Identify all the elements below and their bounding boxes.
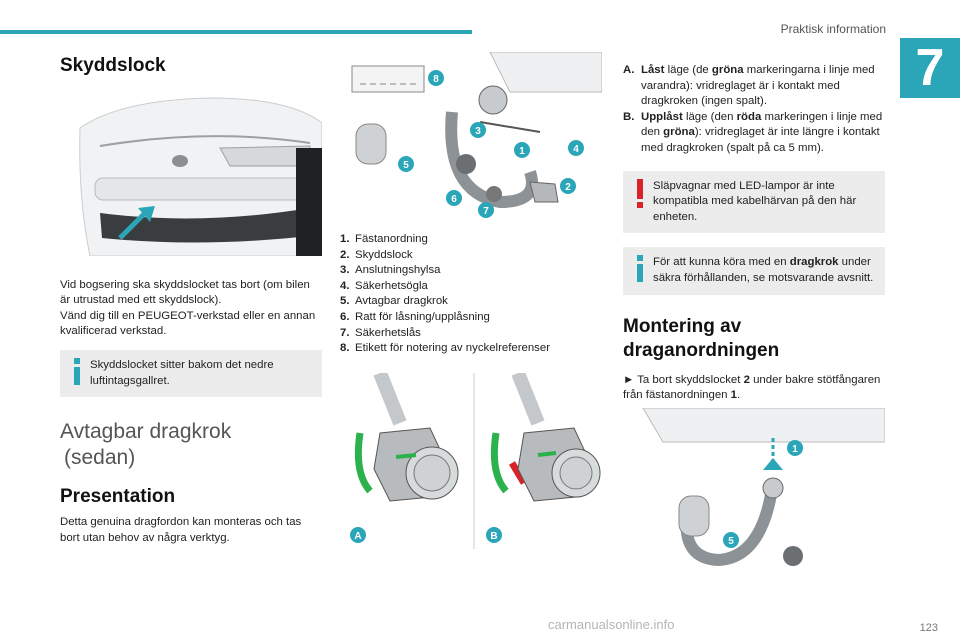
svg-text:2: 2 — [565, 182, 571, 193]
info-icon — [637, 255, 643, 283]
locked-position-illustration: A — [350, 372, 459, 543]
heading-tow-bar: Avtagbar dragkrok (sedan) — [60, 419, 322, 471]
list-item: 8.Etikett för notering av nyckelreferens… — [340, 342, 550, 355]
list-item: 7.Säkerhetslås — [340, 326, 421, 339]
label-b: B. — [623, 110, 635, 123]
watermark: carmanualsonline.info — [548, 617, 675, 632]
svg-text:8: 8 — [433, 74, 439, 85]
warning-icon — [637, 178, 643, 208]
left-column: Skyddslock Vid bogsering ska skyddslocke… — [60, 55, 322, 546]
locked-description: A. Låst läge (de gröna markeringarna i l… — [623, 63, 885, 110]
chapter-number: 7 — [900, 38, 960, 98]
list-item: 2.Skyddslock — [340, 248, 413, 261]
middle-column: 8 3 1 4 5 2 6 7 1.Fästanordning 2.Skydds… — [340, 52, 602, 549]
heading-mounting: Montering av draganordningen — [623, 315, 780, 361]
paragraph-mounting: ► Ta bort skyddslocket 2 under bakre stö… — [623, 373, 881, 402]
svg-text:6: 6 — [451, 194, 457, 205]
section-title: Praktisk information — [780, 22, 886, 36]
info-note-towbar-text: För att kunna köra med en dragkrok under… — [653, 256, 874, 284]
info-note-towbar: För att kunna köra med en dragkrok under… — [623, 247, 885, 295]
info-note: Skyddslocket sitter bakom det nedre luft… — [60, 349, 322, 398]
paragraph-tow: Vid bogsering ska skyddslocket tas bort … — [60, 278, 310, 307]
part-badges: 8 3 1 4 5 2 6 7 — [398, 70, 584, 218]
svg-text:5: 5 — [403, 160, 409, 171]
svg-text:1: 1 — [792, 444, 798, 455]
lock-positions-diagram: A B — [350, 372, 601, 549]
svg-text:7: 7 — [483, 206, 489, 217]
right-column: A. Låst läge (de gröna markeringarna i l… — [623, 63, 885, 578]
page-number: 123 — [919, 622, 938, 634]
parts-list: 1.Fästanordning 2.Skyddslock 3.Anslutnin… — [340, 232, 602, 357]
list-item: 3.Anslutningshylsa — [340, 264, 441, 277]
heading-skyddslock: Skyddslock — [60, 55, 166, 76]
unlocked-description: B. Upplåst läge (den röda markeringen i … — [623, 110, 885, 157]
car-front-illustration — [60, 87, 322, 256]
paragraph-presentation: Detta genuina dragfordon kan monteras oc… — [60, 516, 302, 544]
paragraph-workshop: Vänd dig till en PEUGEOT-verkstad eller … — [60, 309, 316, 338]
svg-text:4: 4 — [573, 144, 579, 155]
towbar-parts-diagram: 8 3 1 4 5 2 6 7 — [351, 52, 602, 218]
list-item: 4.Säkerhetsögla — [340, 279, 428, 292]
svg-text:5: 5 — [728, 536, 734, 547]
warning-note-text: Släpvagnar med LED-lampor är inte kompat… — [653, 179, 857, 223]
heading-tow-bar-line1: Avtagbar dragkrok — [60, 420, 232, 444]
heading-presentation: Presentation — [60, 486, 176, 508]
svg-text:A: A — [354, 531, 361, 542]
svg-text:3: 3 — [475, 126, 481, 137]
header-bar — [0, 30, 472, 34]
svg-text:B: B — [490, 531, 497, 542]
unlocked-position-illustration: B — [486, 372, 601, 543]
list-item: 1.Fästanordning — [340, 233, 428, 245]
info-icon — [74, 357, 80, 385]
info-note-text: Skyddslocket sitter bakom det nedre luft… — [90, 358, 274, 387]
heading-tow-bar-line2: (sedan) — [64, 446, 136, 470]
warning-note: Släpvagnar med LED-lampor är inte kompat… — [623, 170, 885, 234]
svg-text:1: 1 — [519, 146, 525, 157]
label-a: A. — [623, 64, 635, 76]
list-item: 5.Avtagbar dragkrok — [340, 295, 448, 308]
mounting-diagram: 1 5 — [642, 407, 885, 566]
list-item: 6.Ratt för låsning/upplåsning — [340, 310, 490, 323]
